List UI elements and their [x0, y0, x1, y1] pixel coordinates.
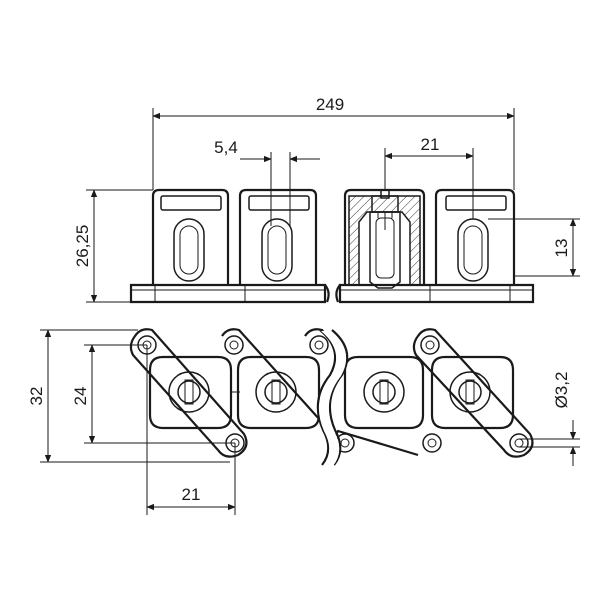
link-lobe-3	[412, 328, 534, 458]
dimension-lines	[40, 108, 580, 515]
dim-pitch-bottom: 21	[182, 485, 201, 504]
terminal-block-section	[343, 188, 426, 289]
base-plate-left	[129, 283, 327, 304]
terminal-block-4	[434, 188, 516, 285]
dim-width-outer: 32	[27, 387, 46, 406]
dim-hole-diameter: Ø3,2	[552, 372, 571, 409]
dim-pitch-detail: 5,4	[214, 138, 238, 157]
plan-block-1	[148, 355, 240, 430]
plan-block-2	[236, 355, 321, 430]
link-lobe-1	[129, 328, 248, 458]
dim-inner-height: 13	[552, 239, 571, 258]
dim-height: 26,25	[73, 225, 92, 268]
dim-width-inner: 24	[71, 387, 90, 406]
plan-block-3	[343, 355, 425, 430]
plan-block-4	[430, 355, 515, 430]
dim-overall-length: 249	[316, 95, 344, 114]
plan-view	[129, 328, 534, 466]
terminal-block-2	[238, 188, 318, 285]
terminal-block-1	[151, 188, 230, 285]
dim-pitch-top: 21	[421, 135, 440, 154]
base-plate-right	[338, 283, 535, 304]
side-view	[129, 188, 535, 304]
